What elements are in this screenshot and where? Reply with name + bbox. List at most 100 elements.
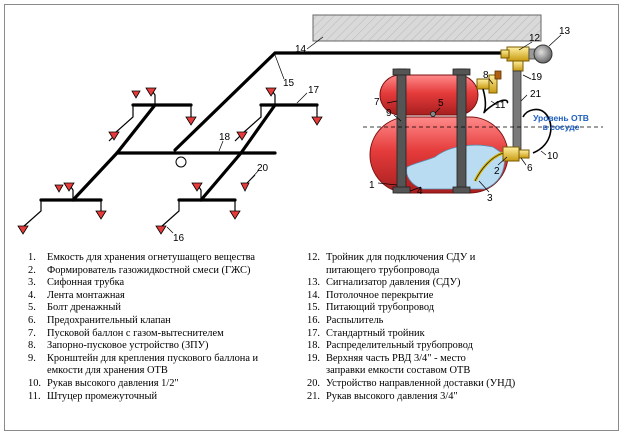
legend-item-number: 17. <box>307 327 320 339</box>
legend-item: 7. Пусковой баллон с газом-вытеснителем <box>28 328 258 341</box>
pressure-switch <box>528 44 553 64</box>
legend-item-text: Запорно-пусковое устройство (ЗПУ) <box>47 340 209 352</box>
legend-item-number: 7. <box>28 327 36 339</box>
callout-6: 6 <box>527 163 533 174</box>
callout-7: 7 <box>374 97 380 108</box>
callout-17: 17 <box>308 85 320 96</box>
legend-item: 8. Запорно-пусковое устройство (ЗПУ) <box>28 340 258 353</box>
legend-item: 19. Верхняя часть РВД 3/4" - место заправ… <box>307 353 515 378</box>
legend-left: 1. Емкость для хранения огнетушащего веще… <box>28 252 258 403</box>
legend-item-number: 13. <box>307 277 320 289</box>
legend-item-number: 1. <box>28 252 36 263</box>
legend-item-number: 3. <box>28 277 36 289</box>
legend-item-number: 12. <box>307 252 320 263</box>
legend-item: 3. Сифонная трубка <box>28 277 258 290</box>
legend-item-number: 19. <box>307 352 320 364</box>
callout-12: 12 <box>529 33 541 44</box>
legend-item-number: 21. <box>307 390 320 402</box>
legend-item: 1. Емкость для хранения огнетушащего веще… <box>28 252 258 265</box>
legend-item-text: Тройник для подключения СДУ и питающего … <box>326 252 476 276</box>
legend-item-text: Рукав высокого давления 3/4" <box>326 390 458 402</box>
sprinkler-nozzles <box>17 87 323 235</box>
distribution-pipes <box>39 103 319 202</box>
legend-item-number: 8. <box>28 340 36 352</box>
legend-item: 17.Стандартный тройник <box>307 328 515 341</box>
callout-20: 20 <box>257 163 269 174</box>
callout-9: 9 <box>386 108 392 119</box>
callout-leaders <box>166 34 562 234</box>
callout-labels: 1 2 3 4 5 6 7 8 9 10 11 12 13 14 15 16 1… <box>173 26 571 244</box>
legend-item-text: Формирователь газожидкостной смеси (ГЖС) <box>47 264 251 276</box>
callout-5: 5 <box>438 98 444 109</box>
legend-item-number: 15. <box>307 302 320 314</box>
legend-item-number: 6. <box>28 314 36 326</box>
callout-18: 18 <box>219 132 231 143</box>
legend-item: 16.Распылитель <box>307 315 515 328</box>
callout-10: 10 <box>547 151 559 162</box>
legend-item: 6. Предохранительный клапан <box>28 315 258 328</box>
figure-frame: Уровень ОТВ в сосуде <box>4 4 619 431</box>
mounting-straps <box>392 68 471 194</box>
legend-item: 10. Рукав высокого давления 1/2" <box>28 378 258 391</box>
legend-item: 4. Лента монтажная <box>28 290 258 303</box>
legend-item: 20. Устройство направленной доставки (УНД… <box>307 378 515 391</box>
storage-vessel <box>369 116 509 194</box>
legend-item-number: 9. <box>28 352 36 364</box>
high-pressure-hose-1-2 <box>522 108 552 154</box>
legend-item-text: Рукав высокого давления 1/2" <box>47 377 179 389</box>
legend-item-number: 2. <box>28 264 36 276</box>
callout-11: 11 <box>495 100 506 111</box>
legend-item-text: Болт дренажный <box>47 302 121 314</box>
legend-item: 15. Питающий трубопровод <box>307 302 515 315</box>
legend-item: 21. Рукав высокого давления 3/4" <box>307 391 515 404</box>
callout-3: 3 <box>487 193 493 204</box>
legend-item-text: Сигнализатор давления (СДУ) <box>326 277 461 289</box>
legend-right: 12. Тройник для подключения СДУ и питающе… <box>307 252 515 403</box>
level-label-line1: Уровень ОТВ <box>533 113 589 123</box>
legend-item-text: Распределительный трубопровод <box>326 340 473 352</box>
legend-item-text: Лента монтажная <box>47 289 125 301</box>
callout-14: 14 <box>295 44 307 55</box>
callout-16: 16 <box>173 233 185 244</box>
installation-diagram: Уровень ОТВ в сосуде <box>17 14 603 244</box>
legend-item-text: Потолочное перекрытие <box>326 289 434 301</box>
supply-pipe <box>173 51 512 152</box>
legend-item-number: 20. <box>307 377 320 389</box>
legend-item-text: Питающий трубопровод <box>326 302 435 314</box>
legend-item: 18. Распределительный трубопровод <box>307 340 515 353</box>
legend-item-text: Кронштейн для крепления пускового баллон… <box>47 352 259 377</box>
legend-item-text: Емкость для хранения огнетушащего вещест… <box>47 252 256 263</box>
directed-delivery-device <box>240 174 256 192</box>
level-label-line2: в сосуде <box>543 122 580 132</box>
legend-item-text: Пусковой баллон с газом-вытеснителем <box>47 327 224 339</box>
callout-15: 15 <box>283 78 295 89</box>
legend-item-number: 5. <box>28 302 36 314</box>
tee-fitting <box>500 46 530 72</box>
legend-item-text: Предохранительный клапан <box>47 314 171 326</box>
callout-21: 21 <box>530 89 542 100</box>
legend-item-number: 18. <box>307 340 320 352</box>
legend-item-number: 10. <box>28 377 41 389</box>
legend-item: 12. Тройник для подключения СДУ и питающе… <box>307 252 515 277</box>
callout-4: 4 <box>417 186 423 197</box>
drain-bolt <box>430 111 436 117</box>
legend-item: 13. Сигнализатор давления (СДУ) <box>307 277 515 290</box>
legend-item: 11.Штуцер промежуточный <box>28 391 258 404</box>
legend-item-number: 14. <box>307 289 320 301</box>
legend-item-text: Распылитель <box>326 314 384 326</box>
legend-item: 5. Болт дренажный <box>28 302 258 315</box>
legend-item-number: 11. <box>28 390 41 402</box>
legend-item-text: Сифонная трубка <box>47 277 125 289</box>
legend-item-number: 4. <box>28 289 36 301</box>
gas-liquid-former <box>502 146 530 162</box>
callout-1: 1 <box>369 180 375 191</box>
callout-2: 2 <box>494 166 500 177</box>
legend-item-text: Устройство направленной доставки (УНД) <box>326 377 516 389</box>
shutoff-start-device <box>476 70 502 94</box>
legend-item: 9. Кронштейн для крепления пускового балл… <box>28 353 258 378</box>
connecting-hose <box>482 88 509 114</box>
high-pressure-hose-3-4 <box>512 70 522 150</box>
legend-item-text: Верхняя часть РВД 3/4" - место заправки … <box>326 352 471 377</box>
callout-19: 19 <box>531 72 543 83</box>
standard-tee-marker <box>175 156 187 168</box>
